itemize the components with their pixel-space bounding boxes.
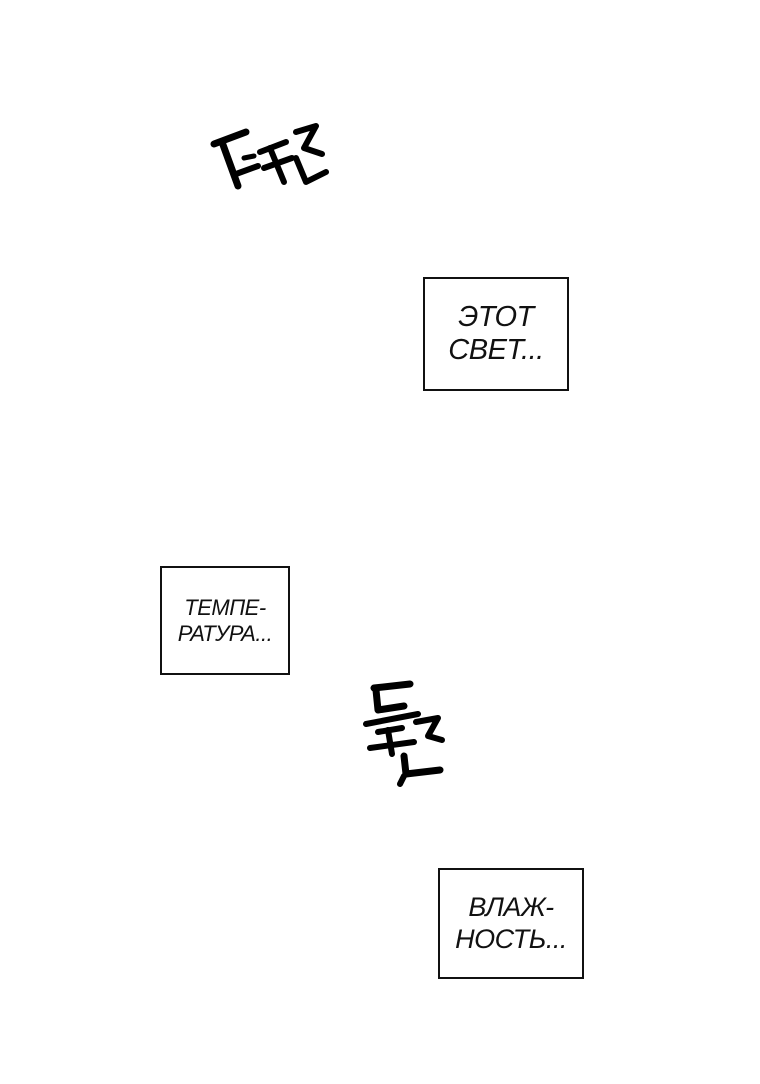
caption-line: СВЕТ... [448, 334, 544, 366]
sfx-snore-icon [363, 680, 445, 787]
caption-line: ЭТОТ [458, 300, 534, 333]
caption-box-temperature: ТЕМПЕ- РАТУРА... [160, 566, 290, 675]
caption-line: НОСТЬ... [455, 923, 567, 954]
sfx-snore-icon [210, 123, 329, 190]
caption-line: ВЛАЖ- [468, 892, 554, 923]
caption-box-humidity: ВЛАЖ- НОСТЬ... [438, 868, 584, 979]
caption-box-light: ЭТОТ СВЕТ... [423, 277, 569, 391]
caption-line: РАТУРА... [177, 620, 273, 646]
caption-line: ТЕМПЕ- [184, 595, 266, 621]
